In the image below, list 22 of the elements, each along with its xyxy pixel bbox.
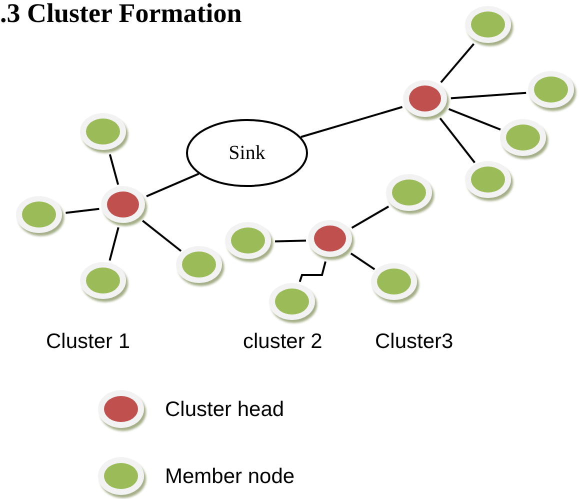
- connector-line: [351, 206, 390, 229]
- connector-line: [66, 208, 100, 214]
- connector-line: [440, 43, 475, 84]
- cluster-label: cluster 2: [243, 330, 322, 354]
- connector-line: [450, 92, 526, 100]
- connector-line: [350, 252, 376, 270]
- connector-line: [298, 261, 326, 282]
- title: .3 Cluster Formation: [0, 0, 242, 29]
- cluster-label: Cluster 1: [46, 330, 130, 354]
- legend-label: Cluster head: [165, 398, 284, 422]
- connector-line: [300, 106, 403, 138]
- sink-ellipse: [186, 119, 308, 187]
- connector-line: [448, 108, 501, 131]
- connector-line: [142, 220, 182, 252]
- connector-line: [108, 154, 120, 185]
- connector-line: [146, 172, 200, 198]
- legend-label: Member node: [165, 465, 295, 489]
- connector-line: [108, 227, 120, 261]
- connector-line: [439, 118, 476, 164]
- node-label: Sink: [228, 142, 266, 164]
- cluster-label: Cluster3: [375, 330, 454, 354]
- connector-line: [274, 240, 306, 242]
